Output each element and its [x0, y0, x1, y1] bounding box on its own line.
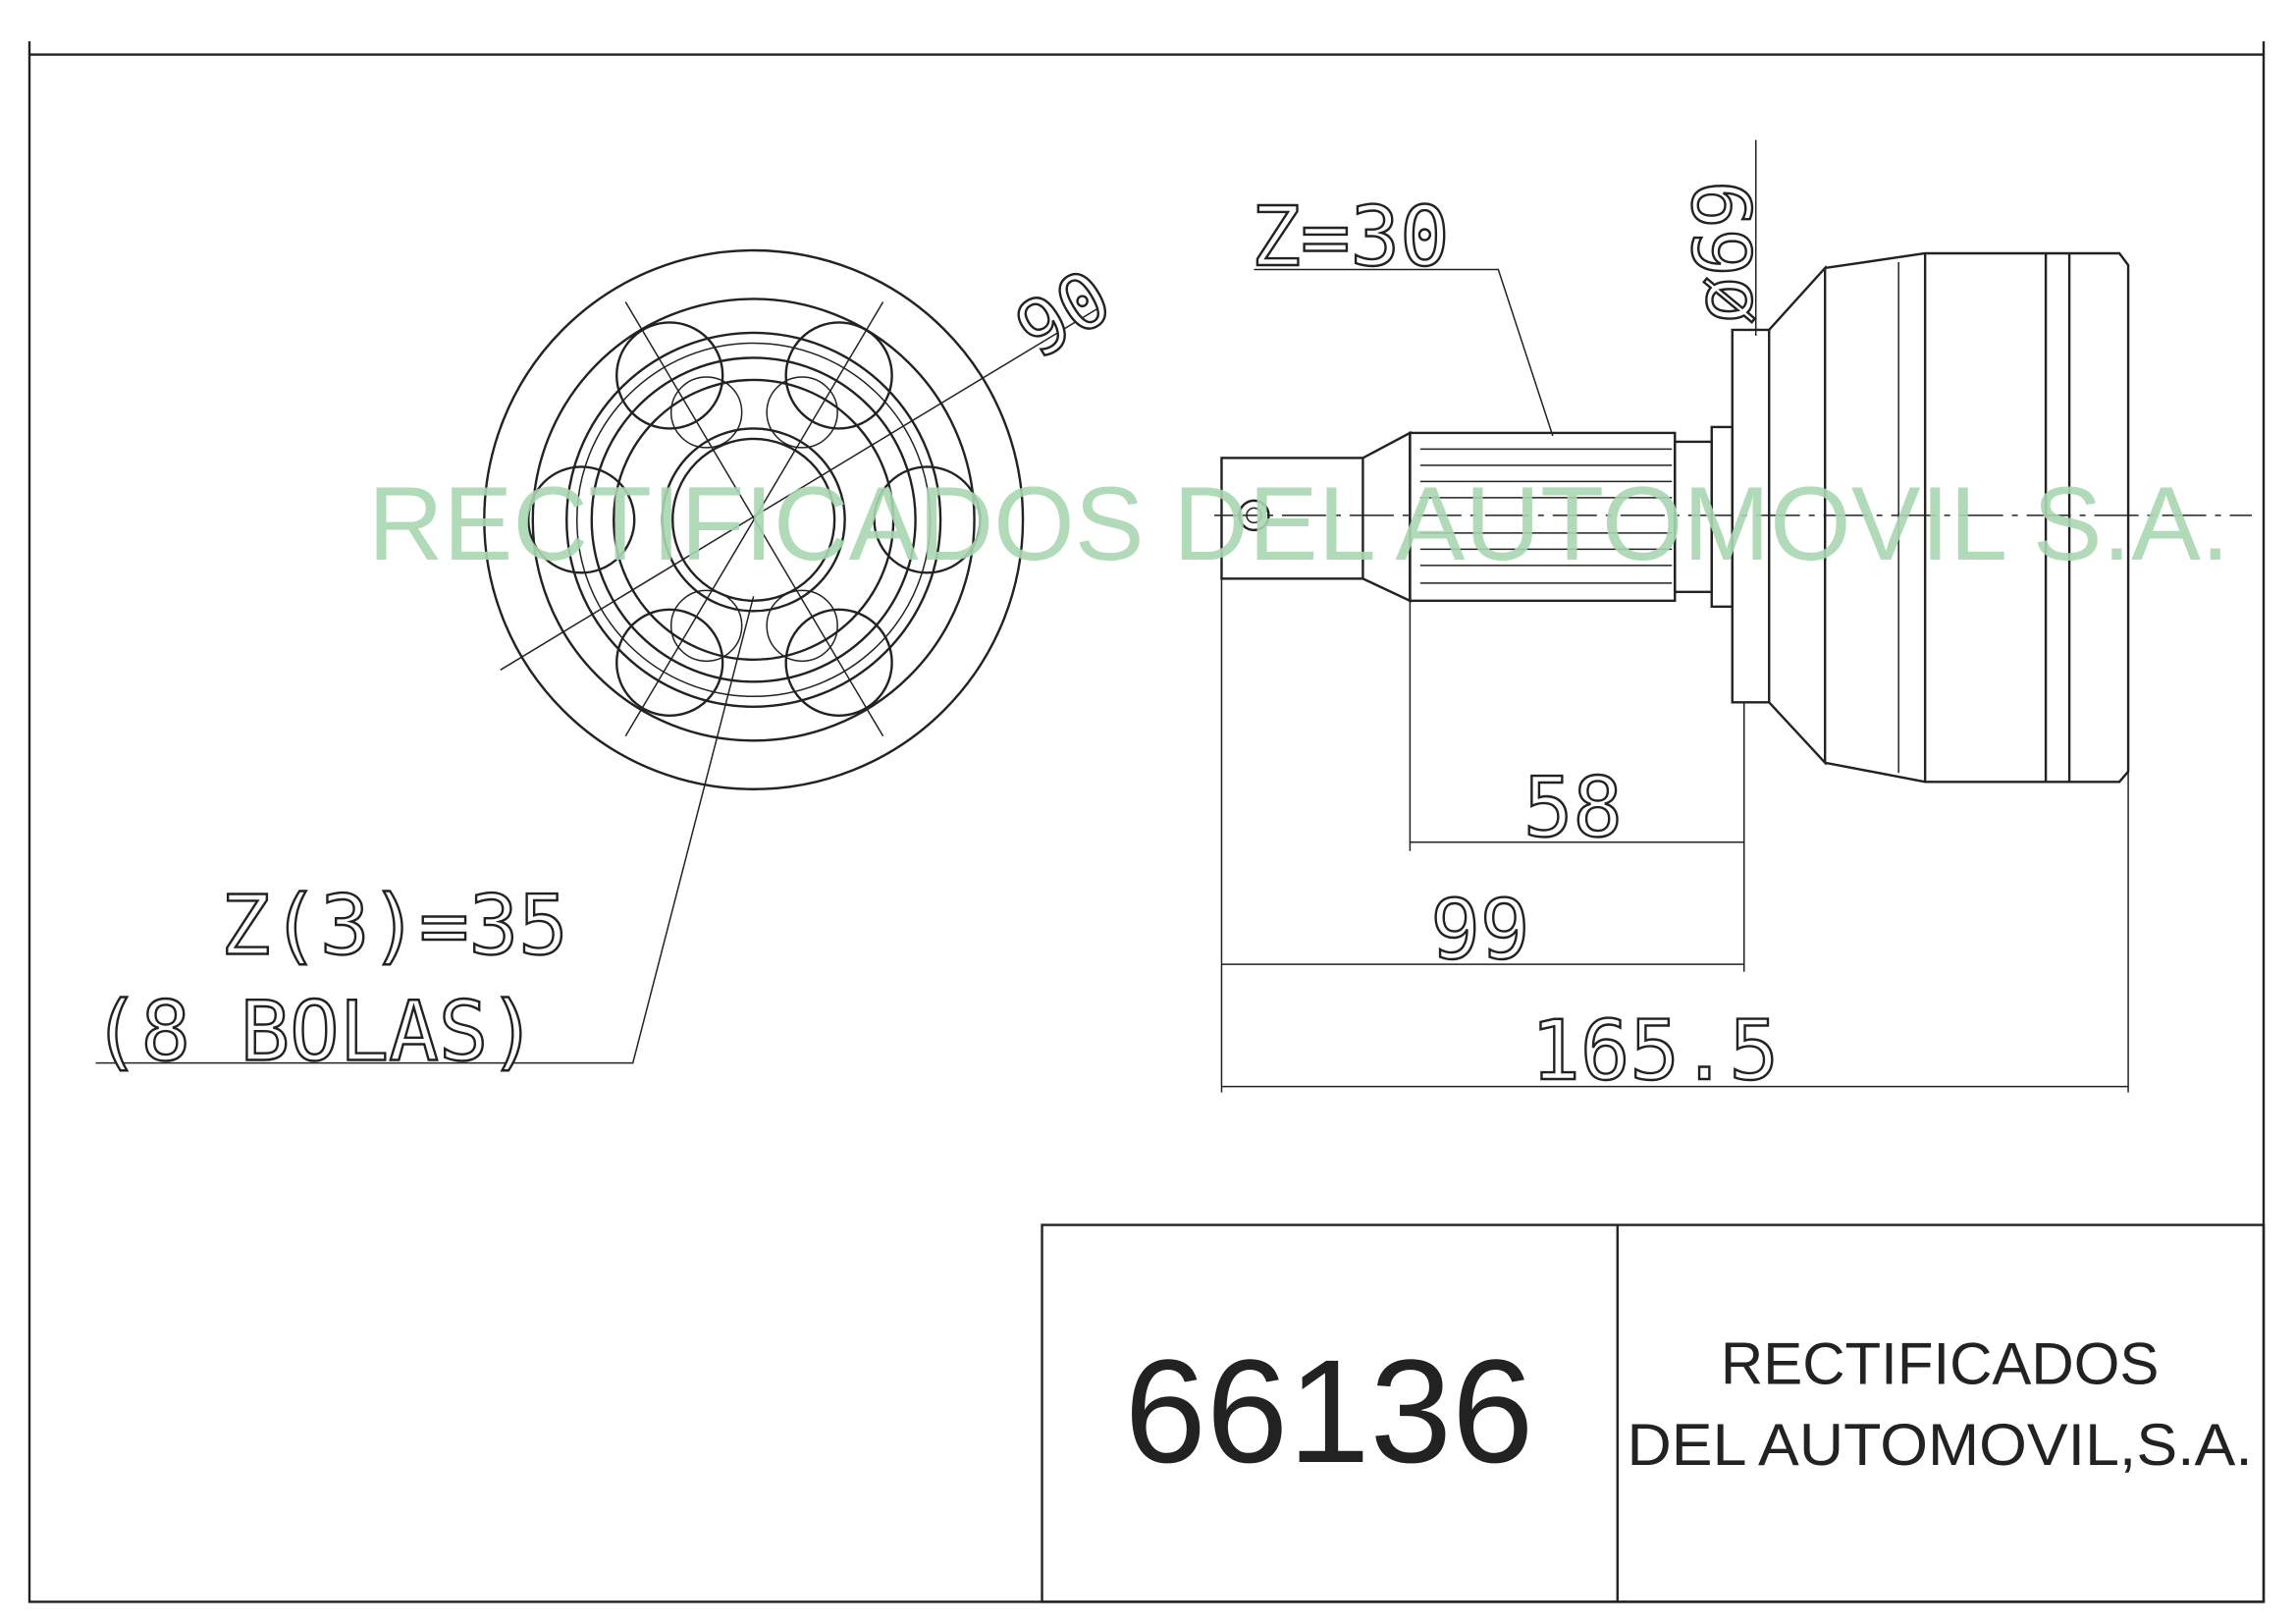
front-view: 90 Z(3)=35 (8 BOLAS) [90, 248, 1127, 1081]
side-view: Z=30 ø69 58 99 165.5 [1213, 139, 2253, 1100]
watermark: RECTIFICADOS DEL AUTOMOVIL S.A. [368, 465, 2230, 582]
company-name-line2: DEL AUTOMOVIL,S.A. [1628, 1412, 2253, 1478]
spline-z30-label: Z=30 [1251, 189, 1449, 285]
title-block: 66136 RECTIFICADOS DEL AUTOMOVIL,S.A. [1041, 1223, 2266, 1603]
dimension-58: 58 [1523, 760, 1623, 856]
diameter-90-label: 90 [1001, 253, 1126, 376]
dimension-99: 99 [1430, 882, 1529, 978]
part-number: 66136 [1124, 1328, 1533, 1493]
dimension-165-5: 165.5 [1530, 1002, 1779, 1099]
company-name-line1: RECTIFICADOS [1721, 1331, 2159, 1397]
spline-count-label: Z(3)=35 [221, 878, 568, 974]
diameter-69-label: ø69 [1679, 181, 1771, 324]
ball-count-label: (8 BOLAS) [91, 984, 538, 1080]
ball-lobes [527, 321, 982, 717]
